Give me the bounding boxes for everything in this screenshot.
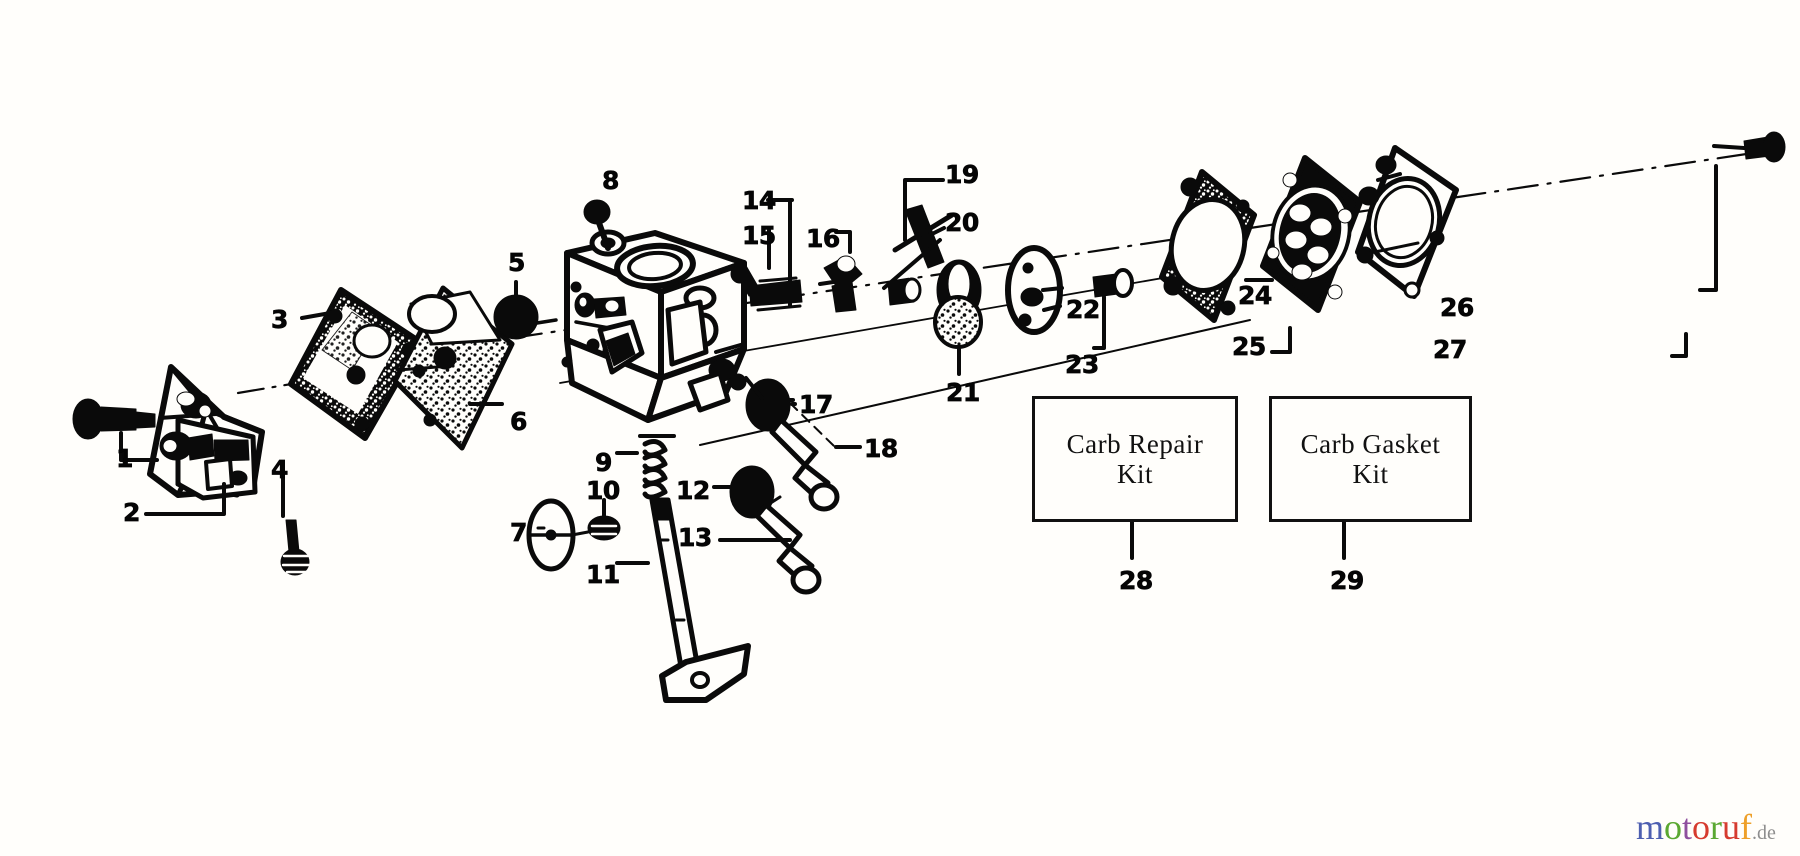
watermark-letter-r: r (1710, 807, 1723, 847)
carb-repair-kit-box: Carb Repair Kit (1032, 396, 1238, 522)
watermark-letter-o2: o (1692, 807, 1711, 847)
watermark-letter-u: u (1722, 807, 1741, 847)
callout-29: 29 (1330, 566, 1365, 595)
callout-13: 13 (678, 523, 713, 552)
callout-17: 17 (799, 390, 834, 419)
callout-7: 7 (510, 518, 528, 547)
callout-4: 4 (271, 455, 289, 484)
carb-repair-kit-label: Carb Repair Kit (1066, 428, 1204, 489)
callout-26: 26 (1440, 293, 1475, 322)
callout-23: 23 (1065, 350, 1100, 379)
watermark-letter-o1: o (1664, 807, 1683, 847)
watermark-suffix: .de (1752, 822, 1776, 844)
callout-21: 21 (946, 378, 981, 407)
callout-2: 2 (123, 498, 141, 527)
carb-gasket-kit-label: Carb Gasket Kit (1300, 428, 1441, 489)
callout-16: 16 (806, 224, 841, 253)
watermark-letter-m: m (1636, 807, 1665, 847)
callout-9: 9 (595, 448, 613, 477)
callout-1: 1 (116, 444, 134, 473)
callout-20: 20 (945, 208, 980, 237)
callout-19: 19 (945, 160, 980, 189)
callout-11: 11 (586, 560, 621, 589)
watermark-letter-t: t (1682, 807, 1693, 847)
callout-15: 15 (742, 221, 777, 250)
callout-25: 25 (1232, 332, 1267, 361)
callout-12: 12 (676, 476, 711, 505)
callout-3: 3 (271, 305, 289, 334)
carb-gasket-kit-box: Carb Gasket Kit (1269, 396, 1472, 522)
watermark-letter-f: f (1740, 807, 1753, 847)
callout-18: 18 (864, 434, 899, 463)
callout-10: 10 (586, 476, 621, 505)
callout-24: 24 (1238, 281, 1273, 310)
callout-5: 5 (508, 248, 526, 277)
callout-14: 14 (742, 186, 777, 215)
callout-6: 6 (510, 407, 528, 436)
callout-28: 28 (1119, 566, 1154, 595)
callout-27: 27 (1433, 335, 1468, 364)
motoruf-watermark: motoruf.de (1636, 806, 1776, 848)
callout-8: 8 (602, 166, 620, 195)
callout-22: 22 (1066, 295, 1101, 324)
